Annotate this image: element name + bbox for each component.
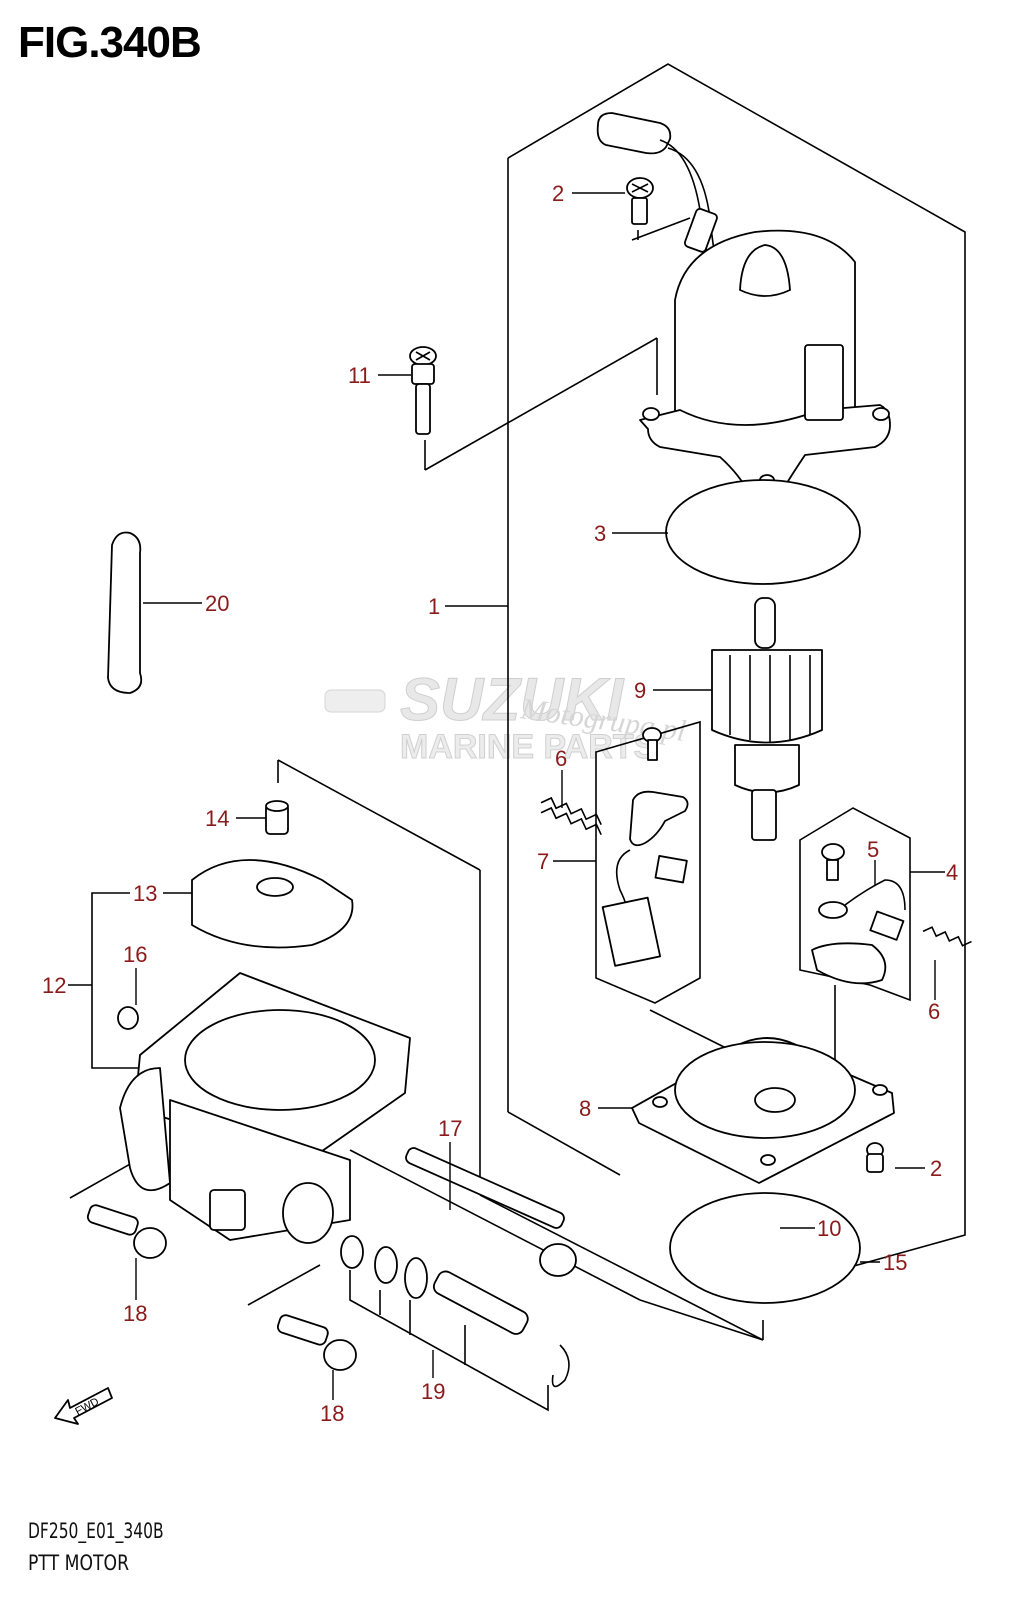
part-17-bolt (405, 1147, 577, 1277)
callout-5: 5 (867, 837, 879, 862)
callout-11: 11 (348, 363, 371, 388)
part-15-o-ring (669, 1192, 861, 1304)
callout-2-bottom: 2 (930, 1156, 942, 1181)
part-12-pump-body (119, 972, 411, 1244)
part-18-bolt-upper (86, 1204, 167, 1259)
callout-4: 4 (946, 860, 958, 885)
part-7-brush-holder (595, 720, 701, 1004)
callout-1: 1 (428, 594, 440, 619)
watermark: SUZUKI MARINE PARTS Motogrupa.pl (324, 666, 688, 767)
callout-6-left: 6 (555, 746, 567, 771)
part-1-motor-housing (596, 112, 891, 501)
watermark-brand: SUZUKI (400, 666, 625, 733)
watermark-boat-icon (324, 689, 386, 713)
callout-16: 16 (123, 942, 147, 967)
callout-10: 10 (817, 1216, 841, 1241)
part-8-end-frame (631, 1037, 895, 1184)
figure-code: DF250_E01_340B (28, 1519, 164, 1543)
callout-13: 13 (133, 881, 157, 906)
callout-17: 17 (438, 1116, 462, 1141)
callout-19: 19 (421, 1379, 445, 1404)
callout-8: 8 (579, 1096, 591, 1121)
part-6-spring-right (922, 926, 972, 947)
callout-15: 15 (883, 1250, 907, 1275)
part-13-cover (191, 859, 354, 949)
part-18-bolt-lower (276, 1314, 357, 1371)
fwd-label: FWD (73, 1396, 101, 1418)
leader-lines (68, 192, 945, 1400)
callout-9: 9 (634, 678, 646, 703)
callout-20: 20 (205, 591, 229, 616)
part-2-screw-top (626, 177, 691, 241)
figure-title: FIG.340B (18, 18, 202, 67)
part-11-bolt (409, 346, 437, 435)
part-9-armature (711, 597, 823, 841)
part-6-spring-left (540, 796, 602, 836)
figure-name: PTT MOTOR (28, 1551, 130, 1575)
callout-7: 7 (537, 849, 549, 874)
callout-18-lower: 18 (320, 1401, 344, 1426)
callout-18-upper: 18 (123, 1301, 147, 1326)
callout-2-top: 2 (552, 181, 564, 206)
fwd-arrow-icon: FWD (54, 1387, 113, 1425)
watermark-subtitle: MARINE PARTS (400, 728, 656, 766)
callout-12: 12 (42, 973, 66, 998)
assembly-frame (69, 63, 966, 1412)
part-14-valve (265, 800, 289, 835)
callout-6-right: 6 (928, 999, 940, 1024)
part-3-o-ring (665, 479, 861, 585)
part-4-brush-holder (799, 807, 911, 1002)
part-16-o-ring (117, 1006, 139, 1030)
part-2-screw-bottom (866, 1142, 884, 1173)
part-19-valve-set (340, 1235, 570, 1388)
part-20-strap (107, 531, 143, 694)
callout-14: 14 (205, 806, 229, 831)
callout-3: 3 (594, 521, 606, 546)
